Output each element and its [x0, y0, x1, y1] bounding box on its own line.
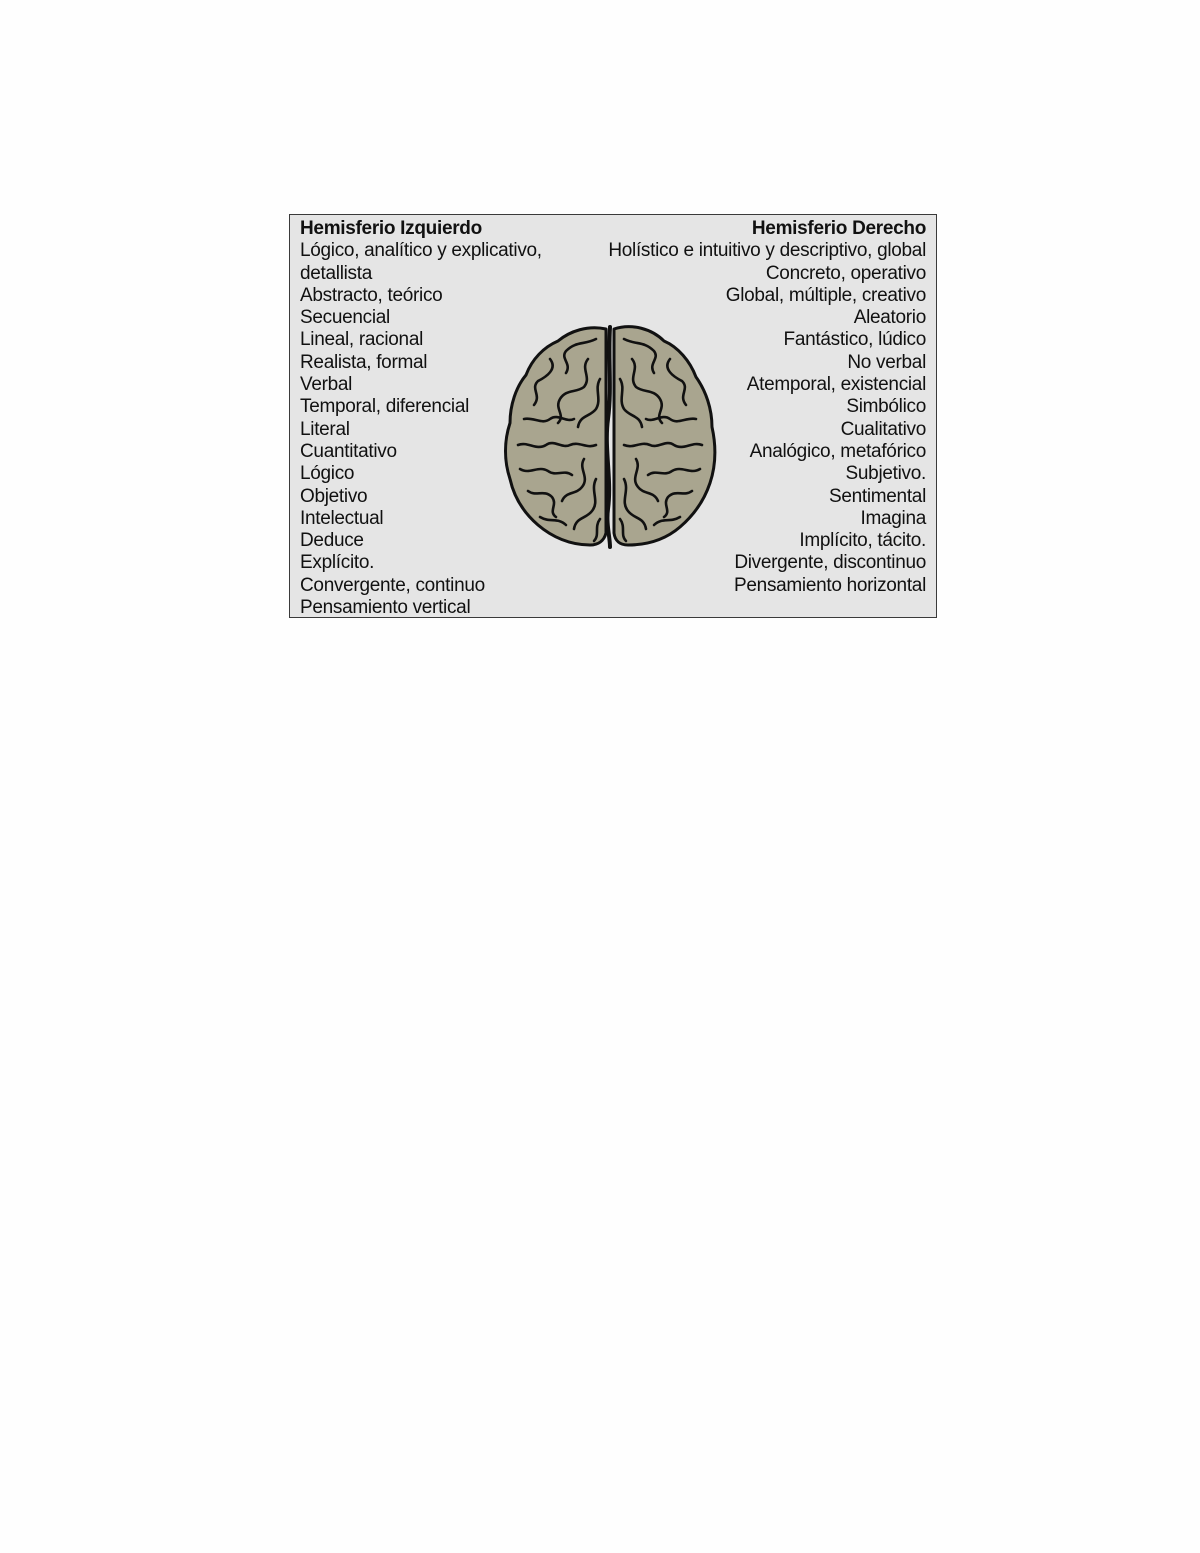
left-item: Explícito. — [300, 552, 375, 574]
right-item: Cualitativo — [840, 418, 927, 440]
left-item: Convergente, continuo — [300, 574, 485, 596]
right-item: Sentimental — [828, 485, 926, 507]
right-item: Pensamiento horizontal — [734, 574, 926, 596]
left-item: Realista, formal — [300, 351, 428, 373]
right-item: Imagina — [860, 507, 927, 529]
right-item: Global, múltiple, creativo — [725, 284, 927, 306]
left-item: Cuantitativo — [300, 440, 397, 462]
right-item: Holístico e intuitivo y descriptivo, glo… — [608, 240, 926, 262]
right-item: Concreto, operativo — [765, 262, 926, 284]
right-item: Analógico, metafórico — [749, 440, 927, 462]
right-item: Simbólico — [846, 396, 926, 418]
left-item: Objetivo — [300, 485, 368, 507]
right-item: Fantástico, lúdico — [783, 329, 927, 351]
brain-icon — [504, 325, 717, 549]
left-hemisphere-heading: Hemisferio Izquierdo — [300, 218, 482, 239]
left-item: Intelectual — [300, 507, 384, 529]
right-hemisphere-heading: Hemisferio Derecho — [751, 218, 926, 239]
left-item: Lineal, racional — [300, 329, 424, 351]
left-item: Secuencial — [300, 307, 390, 329]
left-item: Pensamiento vertical — [300, 597, 471, 619]
left-item: Lógico, analítico y explicativo, detalli… — [300, 240, 542, 284]
left-item: Verbal — [300, 374, 353, 396]
right-item: Aleatorio — [853, 307, 927, 329]
right-item: Subjetivo. — [845, 463, 927, 485]
hemispheres-figure: Hemisferio Izquierdo Lógico, analítico y… — [289, 214, 937, 618]
left-hemisphere-column: Hemisferio Izquierdo Lógico, analítico y… — [300, 218, 600, 619]
right-item: Divergente, discontinuo — [734, 552, 926, 574]
left-item: Lógico — [300, 463, 355, 485]
right-hemisphere-column: Hemisferio Derecho Holístico e intuitivo… — [596, 218, 926, 597]
left-item: Abstracto, teórico — [300, 284, 443, 306]
left-item: Literal — [300, 418, 350, 440]
left-item: Deduce — [300, 530, 364, 552]
right-item: No verbal — [847, 351, 926, 373]
right-item: Atemporal, existencial — [746, 374, 927, 396]
right-item: Implícito, tácito. — [799, 530, 926, 552]
left-item: Temporal, diferencial — [300, 396, 470, 418]
